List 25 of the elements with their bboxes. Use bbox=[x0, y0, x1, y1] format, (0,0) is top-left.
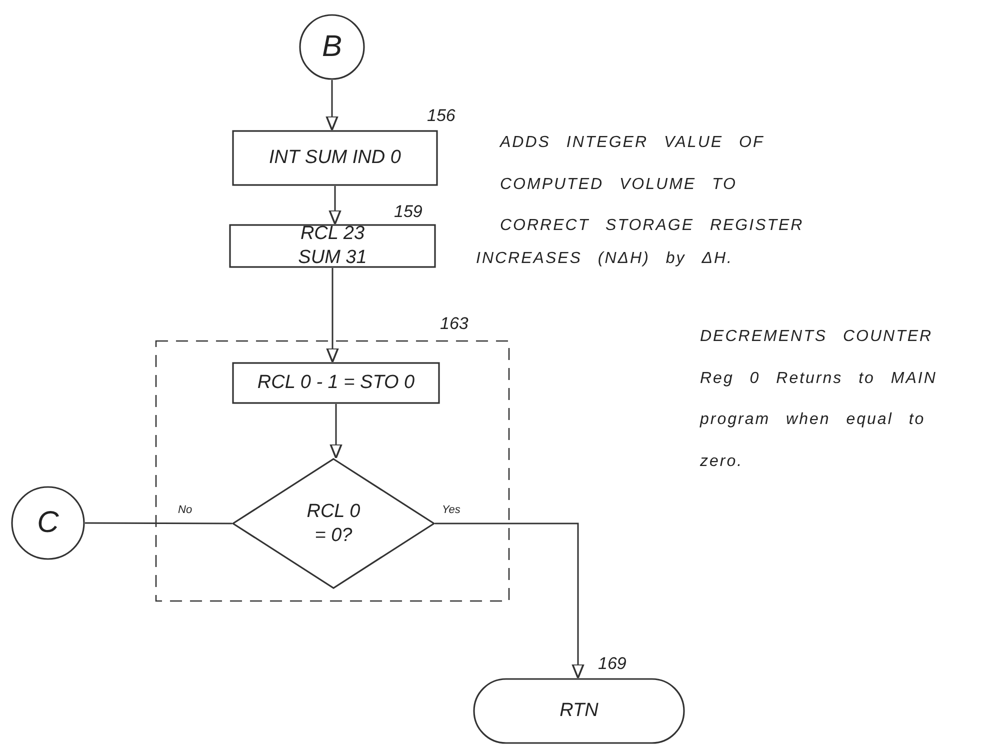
node-label: RTN bbox=[558, 699, 600, 723]
arrow bbox=[326, 268, 339, 363]
node-label: B bbox=[320, 29, 343, 66]
node-label: INT SUM IND 0 bbox=[268, 146, 402, 170]
step-number: 159 bbox=[394, 202, 422, 222]
node-label: RCL 0 = 0? bbox=[306, 500, 362, 548]
arrow bbox=[328, 186, 342, 225]
connector-circle bbox=[299, 14, 365, 80]
step-number: 163 bbox=[440, 314, 468, 334]
process-box bbox=[232, 362, 440, 404]
node-label: RCL 0 - 1 = STO 0 bbox=[256, 371, 416, 395]
node-label: RCL 23 SUM 31 bbox=[297, 222, 368, 270]
arrow bbox=[330, 404, 342, 459]
connector-circle bbox=[11, 486, 85, 560]
arrow bbox=[326, 80, 338, 131]
edge-label: Yes bbox=[441, 504, 462, 516]
annotation-note: DECREMENTS COUNTER Reg 0 Returns to MAIN program when equal to zero. bbox=[700, 327, 938, 472]
decision-diamond bbox=[232, 458, 435, 589]
annotation-note: ADDS INTEGER VALUE OF COMPUTED VOLUME TO CORRECT STORAGE REGISTER bbox=[500, 133, 805, 236]
node-label: C bbox=[36, 505, 60, 542]
step-number: 169 bbox=[598, 654, 626, 674]
step-number: 156 bbox=[427, 106, 456, 126]
annotation-note: INCREASES (NΔH) by ΔH. bbox=[476, 249, 734, 269]
edge-label: No bbox=[177, 504, 194, 516]
arrow bbox=[435, 522, 584, 679]
